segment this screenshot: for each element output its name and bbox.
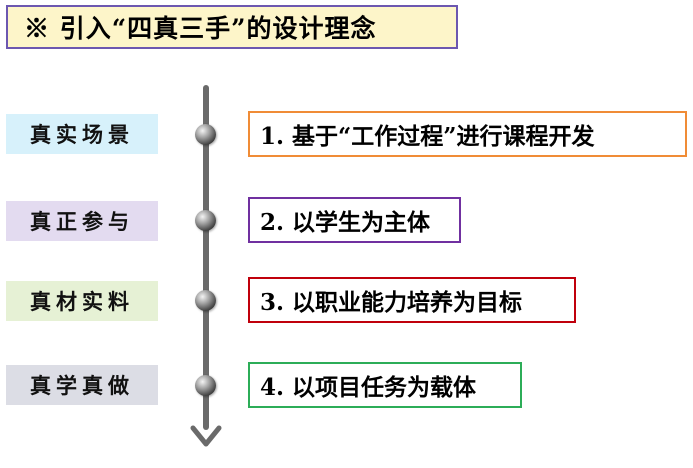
timeline-node	[195, 290, 216, 311]
timeline-node	[195, 375, 216, 396]
stage-label-text: 真正参与	[30, 209, 134, 234]
principle-box-4: 4. 以项目任务为载体	[248, 362, 522, 408]
timeline-spine	[203, 85, 209, 430]
title-banner: ※ 引入“四真三手”的设计理念	[6, 5, 458, 49]
stage-label-real-participation: 真正参与	[6, 201, 158, 241]
principle-text: 3. 以职业能力培养为目标	[260, 289, 523, 316]
arrow-down-icon	[190, 425, 222, 447]
principle-text: 4. 以项目任务为载体	[260, 374, 477, 401]
timeline-node	[195, 124, 216, 145]
principle-box-3: 3. 以职业能力培养为目标	[248, 277, 576, 323]
stage-label-real-scene: 真实场景	[6, 114, 158, 154]
stage-label-text: 真实场景	[30, 122, 134, 147]
principle-text: 1. 基于“工作过程”进行课程开发	[260, 123, 595, 150]
title-text: ※ 引入“四真三手”的设计理念	[24, 14, 377, 43]
stage-label-text: 真材实料	[30, 289, 134, 314]
stage-label-real-materials: 真材实料	[6, 281, 158, 321]
stage-label-real-learning: 真学真做	[6, 365, 158, 405]
timeline-node	[195, 210, 216, 231]
stage-label-text: 真学真做	[30, 373, 134, 398]
principle-box-2: 2. 以学生为主体	[248, 197, 461, 243]
principle-text: 2. 以学生为主体	[260, 209, 431, 236]
principle-box-1: 1. 基于“工作过程”进行课程开发	[248, 111, 687, 157]
